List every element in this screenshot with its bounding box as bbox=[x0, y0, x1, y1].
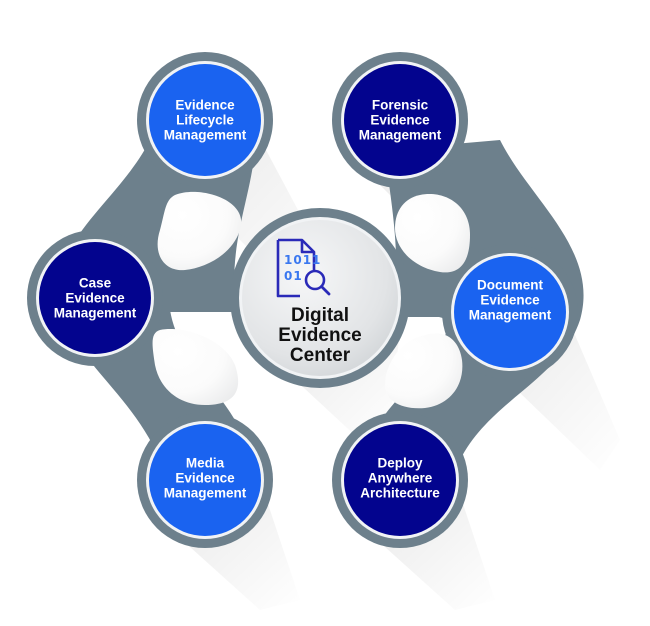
node-label-line: Management bbox=[468, 307, 552, 323]
node-label-line: Management bbox=[358, 127, 442, 143]
node-media-evidence-management[interactable]: Media Evidence Management bbox=[145, 456, 265, 501]
center-title-line: Digital bbox=[290, 305, 350, 326]
svg-text:01: 01 bbox=[284, 269, 303, 283]
node-evidence-lifecycle-management[interactable]: Evidence Lifecycle Management bbox=[145, 98, 265, 143]
node-label-line: Lifecycle bbox=[176, 112, 234, 128]
node-label-line: Evidence bbox=[175, 97, 235, 113]
node-label-line: Evidence bbox=[480, 292, 540, 308]
center-title-line: Center bbox=[289, 345, 351, 366]
node-label-line: Management bbox=[163, 485, 247, 501]
node-disc-case bbox=[39, 242, 151, 354]
node-disc-forensic bbox=[344, 64, 456, 176]
node-label-line: Forensic bbox=[371, 97, 429, 113]
node-label-line: Deploy bbox=[377, 455, 423, 471]
node-case-evidence-management[interactable]: Case Evidence Management bbox=[35, 276, 155, 321]
node-label-line: Anywhere bbox=[367, 470, 433, 486]
node-forensic-evidence-management[interactable]: Forensic Evidence Management bbox=[340, 98, 460, 143]
node-label-line: Management bbox=[53, 305, 137, 321]
svg-text:1011: 1011 bbox=[284, 253, 321, 267]
node-deploy-anywhere-architecture[interactable]: Deploy Anywhere Architecture bbox=[340, 456, 460, 501]
center-disc bbox=[242, 220, 398, 376]
center-title-line: Evidence bbox=[278, 325, 362, 346]
center-title: Digital Evidence Center bbox=[250, 306, 390, 366]
node-disc-document bbox=[454, 256, 566, 368]
node-disc-deploy bbox=[344, 424, 456, 536]
node-disc-evidence-lifecycle bbox=[149, 64, 261, 176]
node-label-line: Architecture bbox=[360, 485, 440, 501]
frame-holes bbox=[152, 191, 470, 409]
node-label-line: Case bbox=[78, 275, 112, 291]
binary-document-search-icon: 1011 01 bbox=[276, 238, 331, 298]
node-disc-media bbox=[149, 424, 261, 536]
node-label-line: Document bbox=[476, 277, 543, 293]
node-label-line: Evidence bbox=[370, 112, 430, 128]
node-label-line: Evidence bbox=[175, 470, 235, 486]
node-label-line: Media bbox=[185, 455, 225, 471]
node-label-line: Management bbox=[163, 127, 247, 143]
node-document-evidence-management[interactable]: Document Evidence Management bbox=[450, 278, 570, 323]
node-label-line: Evidence bbox=[65, 290, 125, 306]
